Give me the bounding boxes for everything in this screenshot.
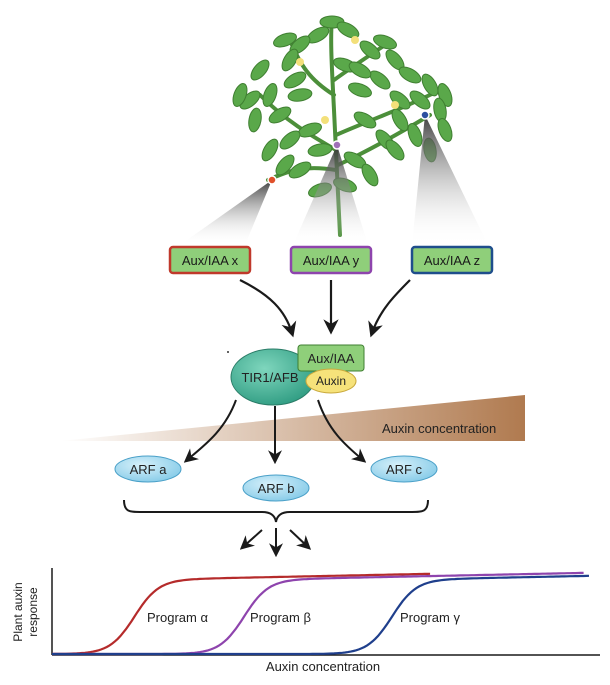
tissue-spotlight-cones: [180, 115, 488, 245]
tissue-dot-x: [267, 175, 277, 185]
aux-iaa-x-label: Aux/IAA x: [182, 253, 239, 268]
tissue-dot-z: [420, 110, 430, 120]
response-curve-2: [52, 571, 584, 656]
program-gamma-label: Program γ: [400, 610, 460, 625]
response-curve-1: [51, 572, 431, 656]
aux-iaa-box-z: Aux/IAA z: [410, 245, 494, 275]
aux-iaa-y-label: Aux/IAA y: [303, 253, 360, 268]
arf-c-label: ARF c: [386, 462, 423, 477]
receptor-complex: TIR1/AFB Aux/IAA Auxin: [230, 344, 365, 406]
curly-brace: [123, 499, 429, 523]
arf-a-label: ARF a: [130, 462, 168, 477]
aux-iaa-z-label: Aux/IAA z: [424, 253, 480, 268]
aux-iaa-bound-label: Aux/IAA: [308, 351, 355, 366]
arf-b: ARF b: [242, 474, 310, 502]
graph-y-label-line2: response: [26, 587, 40, 637]
program-beta-label: Program β: [250, 610, 311, 625]
auxin-gradient-wedge: [60, 395, 525, 441]
arf-a: ARF a: [114, 455, 182, 483]
arrow-out-right: [289, 529, 312, 550]
arrow-to-arf-a: [183, 399, 237, 463]
auxin-molecule: [305, 368, 357, 394]
arrow-out-left: [239, 529, 263, 550]
tir1-afb-label: TIR1/AFB: [241, 370, 298, 385]
tomato-plant-illustration: [232, 15, 453, 237]
arf-c: ARF c: [370, 455, 438, 483]
response-curve-3: [52, 574, 590, 656]
program-alpha-label: Program α: [147, 610, 208, 625]
arrow-to-arf-c: [317, 399, 367, 463]
graph-x-label: Auxin concentration: [266, 659, 380, 674]
tissue-dot-y: [332, 140, 342, 150]
auxin-label: Auxin: [316, 374, 346, 388]
arrow-z-to-complex: [368, 279, 411, 338]
graph-y-label-line1: Plant auxin: [11, 582, 25, 641]
gradient-label: Auxin concentration: [382, 421, 496, 436]
arf-b-label: ARF b: [258, 481, 295, 496]
arrow-x-to-complex: [239, 279, 297, 338]
aux-iaa-box-y: Aux/IAA y: [289, 245, 373, 275]
aux-iaa-box-x: Aux/IAA x: [168, 245, 252, 275]
response-graph: Plant auxin response Auxin concentration…: [11, 568, 600, 674]
